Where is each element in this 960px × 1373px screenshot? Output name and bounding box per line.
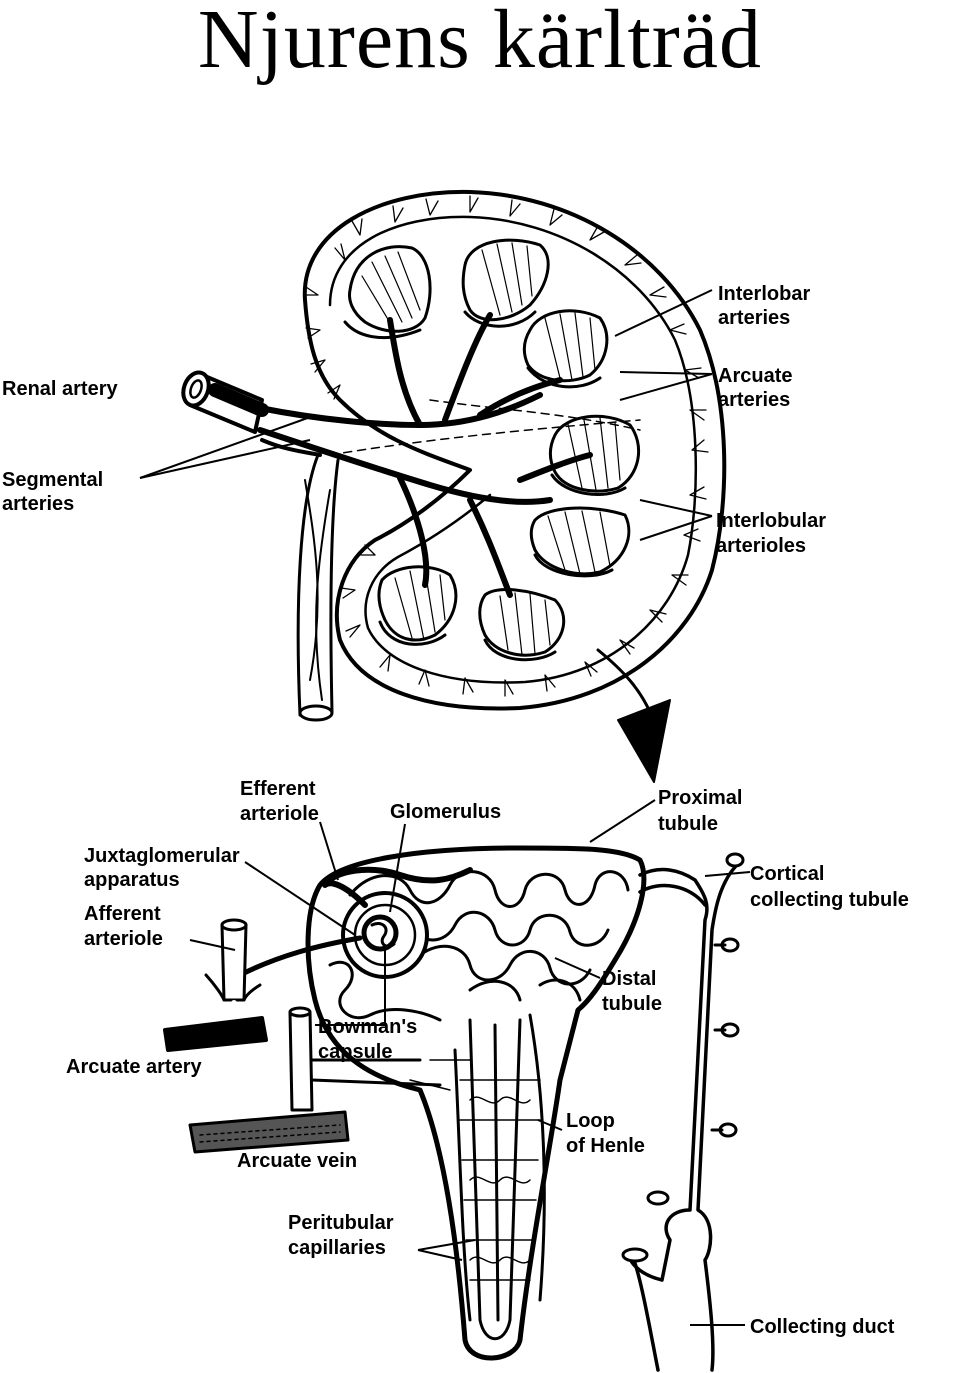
renal-pyramids [348, 238, 640, 657]
label-peritubular-capillaries-2: capillaries [288, 1237, 386, 1259]
label-distal-tubule-2: tubule [602, 993, 662, 1015]
pyramid-striations [361, 242, 621, 656]
nephron-leader-lines [189, 799, 751, 1326]
label-arcuate-arteries: Arcuate [718, 365, 792, 387]
pyramid [461, 238, 550, 322]
pyramid [478, 588, 566, 657]
page-title: Njurens kärlträd [197, 0, 763, 86]
label-afferent-arteriole-2: arteriole [84, 928, 163, 950]
kidney-illustration [181, 189, 727, 783]
label-segmental-arteries: Segmental [2, 469, 103, 491]
label-arcuate-vein: Arcuate vein [237, 1150, 357, 1172]
vein-dashed [329, 419, 641, 456]
label-glomerulus: Glomerulus [390, 801, 501, 823]
arcuate-vein-vessel [188, 1006, 442, 1154]
pointing-arrow-shaft [596, 648, 652, 714]
interlobular-vessels [303, 195, 709, 697]
label-cortical-collecting-tubule-2: collecting tubule [750, 889, 909, 911]
label-proximal-tubule: Proximal [658, 787, 742, 809]
renal-vein-vessel [260, 438, 340, 722]
label-juxtaglomerular-apparatus-2: apparatus [84, 869, 180, 891]
pyramid [348, 245, 432, 333]
label-collecting-duct: Collecting duct [750, 1316, 895, 1338]
label-interlobar-arteries-2: arteries [718, 307, 790, 329]
kidney-cortex-boundary [328, 215, 698, 684]
nephron-outline [305, 845, 647, 1361]
pyramid [377, 565, 458, 642]
label-arcuate-artery: Arcuate artery [66, 1056, 203, 1078]
label-arcuate-arteries-2: arteries [718, 389, 790, 411]
vein-dashed [429, 399, 641, 431]
glomerulus [361, 914, 399, 952]
pointing-arrow-head [617, 699, 671, 783]
label-efferent-arteriole-2: arteriole [240, 803, 319, 825]
collecting-duct [621, 852, 745, 1372]
label-interlobular-arterioles-2: arterioles [716, 535, 806, 557]
kidney-outline [302, 189, 727, 711]
pyramid [529, 506, 631, 576]
efferent-arteriole-vessel [322, 866, 473, 908]
nephron-illustration [163, 845, 745, 1372]
afferent-arteriole-vessel [163, 918, 363, 1052]
label-loop-of-henle-2: of Henle [566, 1135, 645, 1157]
label-juxtaglomerular-apparatus: Juxtaglomerular [84, 845, 240, 867]
label-peritubular-capillaries: Peritubular [288, 1212, 394, 1234]
label-renal-artery: Renal artery [2, 378, 118, 400]
pyramid [522, 309, 609, 383]
renal-artery-vessel [181, 370, 269, 434]
label-bowmans-capsule-2: capsule [318, 1041, 392, 1063]
pyramid [549, 414, 640, 493]
label-loop-of-henle: Loop [566, 1110, 615, 1132]
label-bowmans-capsule: Bowman's [318, 1016, 417, 1038]
label-afferent-arteriole: Afferent [84, 903, 161, 925]
label-distal-tubule: Distal [602, 968, 656, 990]
label-efferent-arteriole: Efferent [240, 778, 316, 800]
loop-of-henle [453, 1013, 546, 1341]
labels: Interlobar arteries Renal artery Arcuate… [2, 283, 909, 1338]
label-proximal-tubule-2: tubule [658, 813, 718, 835]
arcuate-arteries [343, 310, 627, 662]
label-interlobular-arterioles: Interlobular [716, 510, 826, 532]
label-segmental-arteries-2: arteries [2, 493, 74, 515]
label-cortical-collecting-tubule: Cortical [750, 863, 824, 885]
label-interlobar-arteries: Interlobar [718, 283, 810, 305]
leader-lines [139, 289, 713, 541]
